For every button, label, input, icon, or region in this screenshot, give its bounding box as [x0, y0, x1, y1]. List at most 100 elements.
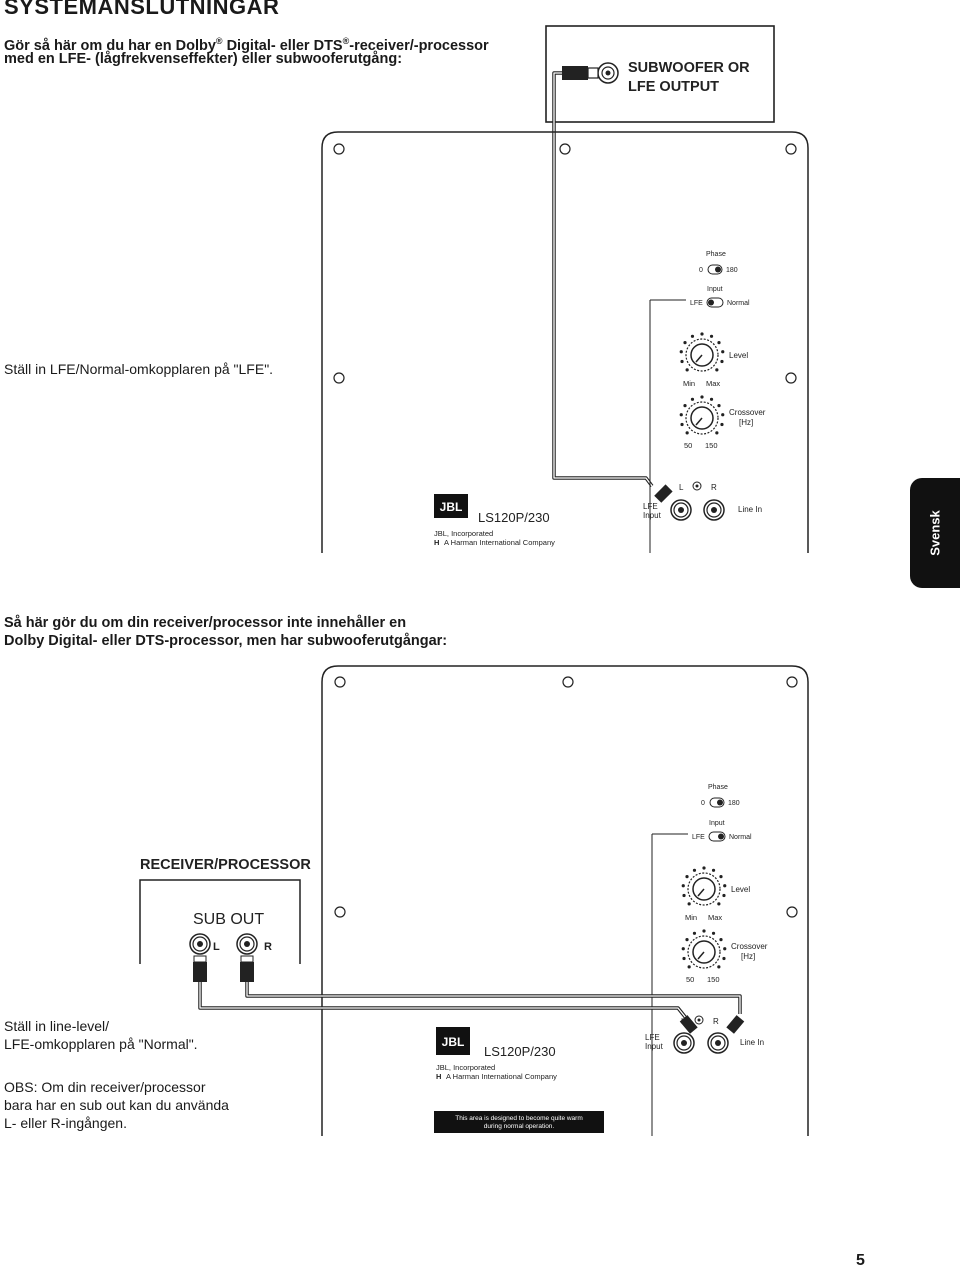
knob-scale-dot: [692, 931, 697, 935]
screw-hole: [334, 906, 346, 918]
receiver-box: [139, 879, 301, 964]
crossover-label: Crossover: [729, 408, 766, 417]
lfe-input-label-2: Input: [645, 1042, 664, 1051]
knob-scale-dot: [685, 431, 689, 435]
lfe-input-label-1: LFE: [643, 502, 658, 511]
phase-180: 180: [726, 267, 738, 274]
lfe-cable: [552, 71, 654, 488]
left-cable: [198, 982, 688, 1020]
jack-right-label: R: [711, 483, 717, 492]
knob-scale-dot: [720, 359, 724, 364]
screw-hole: [562, 676, 574, 688]
crossover-knob[interactable]: [681, 929, 727, 969]
knob-scale-dot: [717, 404, 721, 408]
harman-label: A Harman International Company: [444, 538, 555, 547]
knob-scale-dot: [722, 893, 726, 898]
right-input-plug: [726, 1015, 745, 1034]
knob-scale-dot: [685, 368, 689, 372]
harman-label: A Harman International Company: [446, 1072, 557, 1081]
knob-scale-dot: [722, 956, 726, 961]
right-input-jack[interactable]: [703, 499, 725, 521]
source-box-label-1: SUBWOOFER OR: [628, 60, 750, 76]
right-input-jack[interactable]: [707, 1032, 729, 1054]
knob-scale-dot: [690, 397, 695, 401]
section1-instruction: Ställ in LFE/Normal-omkopplaren på "LFE"…: [4, 361, 274, 377]
page-number: 5: [856, 1252, 865, 1269]
knob-scale-dot: [679, 413, 683, 417]
knob-scale-dot: [711, 931, 716, 935]
screw-hole: [785, 143, 797, 155]
section2-note-line3: L- eller R-ingången.: [4, 1115, 127, 1131]
source-box-label-2: LFE OUTPUT: [628, 79, 719, 95]
company-label: JBL, Incorporated: [436, 1063, 495, 1072]
screw-hole: [559, 143, 571, 155]
right-cable-plug: [240, 962, 254, 982]
level-knob[interactable]: [679, 332, 725, 372]
crossover-unit: [Hz]: [739, 418, 753, 427]
section1-intro-line2: med en LFE- (lågfrekvenseffekter) eller …: [4, 51, 403, 67]
knob-scale-dot: [715, 431, 719, 435]
knob-scale-dot: [717, 965, 721, 969]
knob-scale-dot: [719, 875, 723, 879]
knob-scale-dot: [682, 893, 686, 898]
sub-out-right-jack: [236, 933, 258, 955]
knob-scale-dot: [685, 875, 689, 879]
knob-scale-dot: [683, 404, 687, 408]
phase-label: Phase: [708, 784, 728, 791]
screw-hole: [786, 676, 798, 688]
diagram-lfe-connection: SUBWOOFER OR LFE OUTPUT Phase 0 180 Inpu…: [321, 25, 809, 553]
knob-scale-dot: [700, 395, 704, 399]
sub-out-left-label: L: [213, 941, 220, 953]
section2-note-line1: OBS: Om din receiver/processor: [4, 1079, 206, 1095]
lfe-input-label-1: LFE: [645, 1033, 660, 1042]
section2-instruction-line2: LFE-omkopplaren på "Normal".: [4, 1036, 198, 1052]
lfe-input-jack[interactable]: [670, 499, 692, 521]
input-lfe: LFE: [690, 300, 703, 307]
screw-hole: [786, 906, 798, 918]
line-in-label: Line In: [738, 505, 762, 514]
knob-scale-dot: [717, 341, 721, 345]
level-knob[interactable]: [681, 866, 727, 906]
crossover-150: 150: [707, 975, 720, 984]
page-heading: SYSTEMANSLUTNINGAR: [4, 0, 280, 19]
knob-scale-dot: [717, 902, 721, 906]
company-label: JBL, Incorporated: [434, 529, 493, 538]
knob-scale-dot: [687, 965, 691, 969]
knob-scale-dot: [680, 359, 684, 364]
knob-scale-dot: [702, 929, 706, 933]
phase-label: Phase: [706, 251, 726, 258]
harman-mark: H: [434, 538, 439, 547]
receiver-title: RECEIVER/PROCESSOR: [140, 857, 311, 873]
screw-hole: [785, 372, 797, 384]
jbl-logo: [436, 1027, 470, 1055]
level-min: Min: [685, 913, 697, 922]
screw-hole: [333, 143, 345, 155]
warning-line1: This area is designed to become quite wa…: [455, 1115, 583, 1122]
amplifier-panel-2: [321, 665, 809, 1136]
crossover-knob[interactable]: [679, 395, 725, 435]
lfe-input-jack[interactable]: [673, 1032, 695, 1054]
section1-intro-line1: Gör så här om du har en Dolby® Digital- …: [4, 36, 489, 54]
sub-out-label: SUB OUT: [193, 911, 264, 928]
crossover-50: 50: [684, 441, 692, 450]
section2-intro-line1: Så här gör du om din receiver/processor …: [4, 615, 407, 631]
knob-scale-dot: [679, 350, 683, 354]
jbl-logo-text: JBL: [442, 1035, 465, 1049]
left-cable-plug: [193, 962, 207, 982]
diagram-normal-connection: Phase 0 180 Input LFE Normal Level Min M…: [139, 665, 809, 1136]
knob-scale-dot: [683, 341, 687, 345]
knob-scale-dot: [700, 332, 704, 336]
phase-0: 0: [701, 800, 705, 807]
warning-box: [434, 1111, 604, 1133]
knob-scale-dot: [681, 884, 685, 888]
knob-scale-dot: [680, 422, 684, 427]
knob-scale-dot: [692, 868, 697, 872]
input-label: Input: [709, 820, 725, 827]
jbl-logo-text: JBL: [440, 500, 463, 514]
input-normal: Normal: [729, 834, 752, 841]
crossover-unit: [Hz]: [741, 952, 755, 961]
knob-scale-dot: [690, 334, 695, 338]
small-post-icon: [692, 481, 702, 491]
knob-scale-dot: [685, 938, 689, 942]
